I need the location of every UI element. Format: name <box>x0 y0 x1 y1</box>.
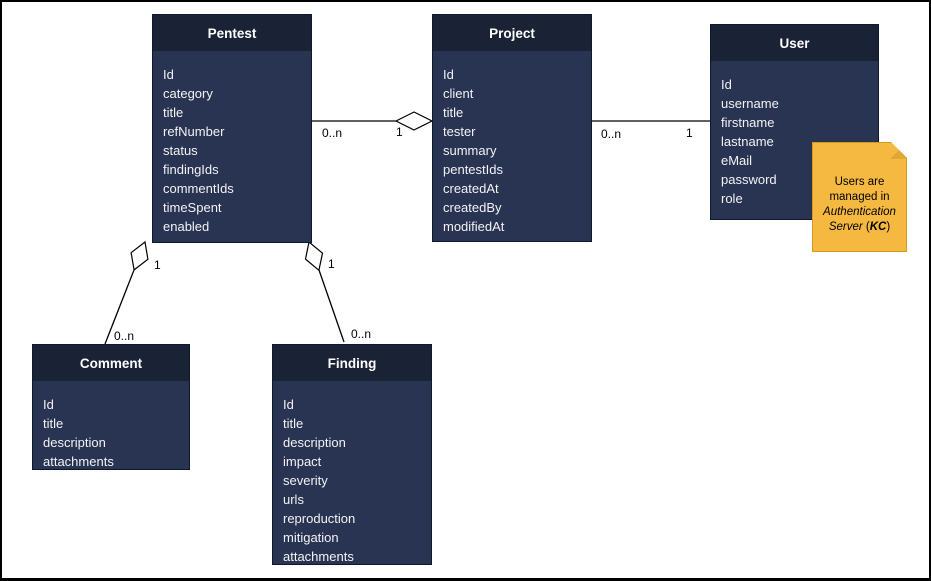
multiplicity-label: 0..n <box>322 126 342 140</box>
attribute: summary <box>443 143 497 158</box>
attribute: attachments <box>43 454 114 469</box>
entity-comment-attributes: Id title description attachments <box>33 381 189 471</box>
attribute: title <box>443 105 464 120</box>
attribute: pentestIds <box>443 162 503 177</box>
note-line: managed in <box>829 191 890 203</box>
entity-project-attributes: Id client title tester summary pentestId… <box>433 51 591 236</box>
entity-finding-title: Finding <box>273 345 431 381</box>
note-text: Users are managed in Authentication Serv… <box>813 175 906 235</box>
attribute: lastname <box>721 134 774 149</box>
attribute: reproduction <box>283 511 356 526</box>
entity-project: Project Id client title tester summary p… <box>432 14 592 242</box>
attribute: modifiedAt <box>443 219 505 234</box>
entity-finding-attributes: Id title description impact severity url… <box>273 381 431 566</box>
attribute: client <box>443 86 474 101</box>
sticky-note: Users are managed in Authentication Serv… <box>812 142 907 252</box>
multiplicity-label: 1 <box>686 126 693 140</box>
multiplicity-label: 1 <box>154 258 161 272</box>
attribute: Id <box>443 67 454 82</box>
aggregation-diamond-pentest-finding <box>304 240 324 272</box>
entity-user-attributes: Id username firstname lastname eMail pas… <box>711 61 878 208</box>
multiplicity-label: 0..n <box>601 127 621 141</box>
attribute: impact <box>283 454 322 469</box>
attribute: title <box>43 416 64 431</box>
entity-comment-title: Comment <box>33 345 189 381</box>
attribute: Id <box>43 397 54 412</box>
entity-finding: Finding Id title description impact seve… <box>272 344 432 565</box>
attribute: severity <box>283 473 328 488</box>
attribute: mitigation <box>283 530 339 545</box>
attribute: Id <box>163 67 174 82</box>
attribute: title <box>163 105 184 120</box>
aggregation-diamond-pentest-comment <box>130 240 149 271</box>
multiplicity-label: 1 <box>396 125 403 139</box>
attribute: timeSpent <box>163 200 222 215</box>
note-line-part: Server <box>828 221 863 233</box>
attribute: firstname <box>721 115 775 130</box>
attribute: enabled <box>163 219 210 234</box>
entity-user-title: User <box>711 25 878 61</box>
attribute: refNumber <box>163 124 225 139</box>
attribute: title <box>283 416 304 431</box>
attribute: password <box>721 172 777 187</box>
attribute: username <box>721 96 779 111</box>
multiplicity-label: 0..n <box>114 329 134 343</box>
note-line-part: KC <box>869 221 887 233</box>
connector-pentest-finding <box>318 269 345 343</box>
note-line: Users are <box>834 176 885 188</box>
entity-pentest-attributes: Id category title refNumber status findi… <box>153 51 311 236</box>
attribute: Id <box>283 397 294 412</box>
multiplicity-label: 1 <box>328 257 335 271</box>
attribute: category <box>163 86 213 101</box>
attribute: commentIds <box>163 181 234 196</box>
attribute: status <box>163 143 198 158</box>
entity-comment: Comment Id title description attachments <box>32 344 190 470</box>
note-line: Authentication <box>823 206 896 218</box>
attribute: tester <box>443 124 476 139</box>
connector-pentest-comment <box>104 269 135 345</box>
attribute: createdAt <box>443 181 499 196</box>
attribute: description <box>43 435 106 450</box>
attribute: attachments <box>283 549 354 564</box>
entity-pentest-title: Pentest <box>153 15 311 51</box>
note-line-part: ) <box>886 221 891 233</box>
note-line-part: ( <box>862 221 870 233</box>
attribute: findingIds <box>163 162 219 177</box>
attribute: role <box>721 191 743 206</box>
note-line: Server (KC) <box>813 220 906 235</box>
attribute: eMail <box>721 153 753 168</box>
entity-project-title: Project <box>433 15 591 51</box>
attribute: urls <box>283 492 304 507</box>
entity-pentest: Pentest Id category title refNumber stat… <box>152 14 312 243</box>
multiplicity-label: 0..n <box>351 327 371 341</box>
attribute: createdBy <box>443 200 502 215</box>
attribute: Id <box>721 77 732 92</box>
attribute: description <box>283 435 346 450</box>
